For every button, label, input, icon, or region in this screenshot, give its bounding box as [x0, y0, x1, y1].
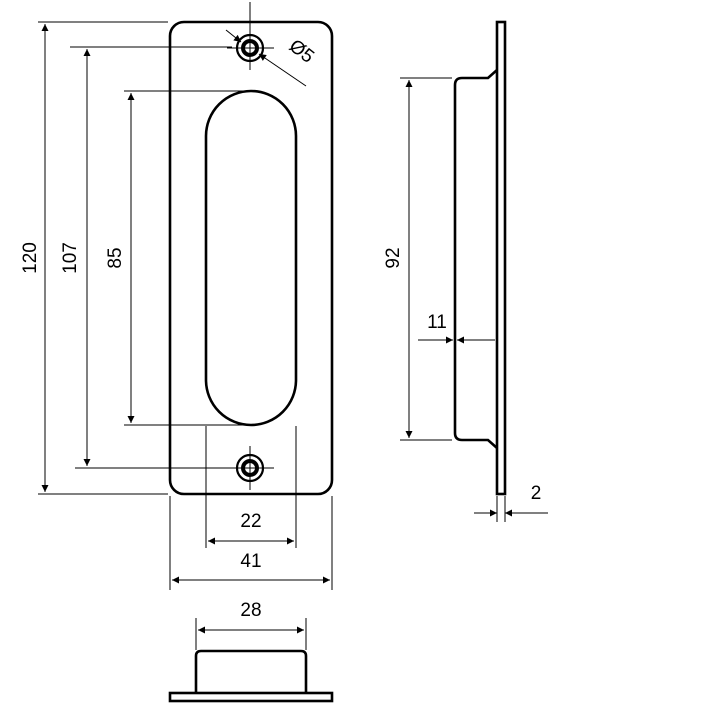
- front-view: Ø5 120 107 85 22: [20, 2, 334, 590]
- dimension-recess-height-label: 85: [105, 247, 126, 268]
- bottom-plate-outline: [168, 691, 334, 703]
- dimension-recess-width-label: 22: [240, 511, 261, 532]
- dimension-plate-thickness-label: 2: [531, 483, 542, 504]
- top-screw-hole: [227, 2, 274, 70]
- side-plate-outline: [495, 20, 507, 496]
- dimension-recess-height: [124, 90, 250, 426]
- dimension-total-width-label: 41: [240, 551, 261, 572]
- dimension-plate-thickness: [474, 496, 548, 522]
- bottom-screw-hole: [227, 446, 274, 490]
- dimension-total-width: [169, 496, 333, 590]
- dimension-hole-spacing-label: 107: [60, 242, 81, 274]
- hole-diameter-label: Ø5: [285, 36, 318, 68]
- dimension-hole-spacing: [70, 46, 232, 469]
- dimension-body-height-label: 92: [383, 247, 404, 268]
- dimension-depth-label: 11: [427, 312, 447, 333]
- hole-diameter-leader: [225, 29, 307, 87]
- side-body-outline: [453, 69, 498, 449]
- dimension-body-width-label: 28: [240, 600, 261, 621]
- bottom-body-outline: [194, 649, 308, 693]
- bottom-view: 28: [168, 600, 334, 703]
- dimension-body-height: [400, 77, 452, 441]
- dimension-total-height-label: 120: [20, 242, 41, 274]
- side-view: 92 11 2: [383, 20, 548, 522]
- dimension-recess-width: [205, 426, 297, 548]
- finger-recess-outline: [204, 89, 298, 427]
- dimension-total-height: [38, 21, 168, 495]
- front-plate-outline: [168, 20, 334, 496]
- dimension-body-width: [195, 618, 307, 650]
